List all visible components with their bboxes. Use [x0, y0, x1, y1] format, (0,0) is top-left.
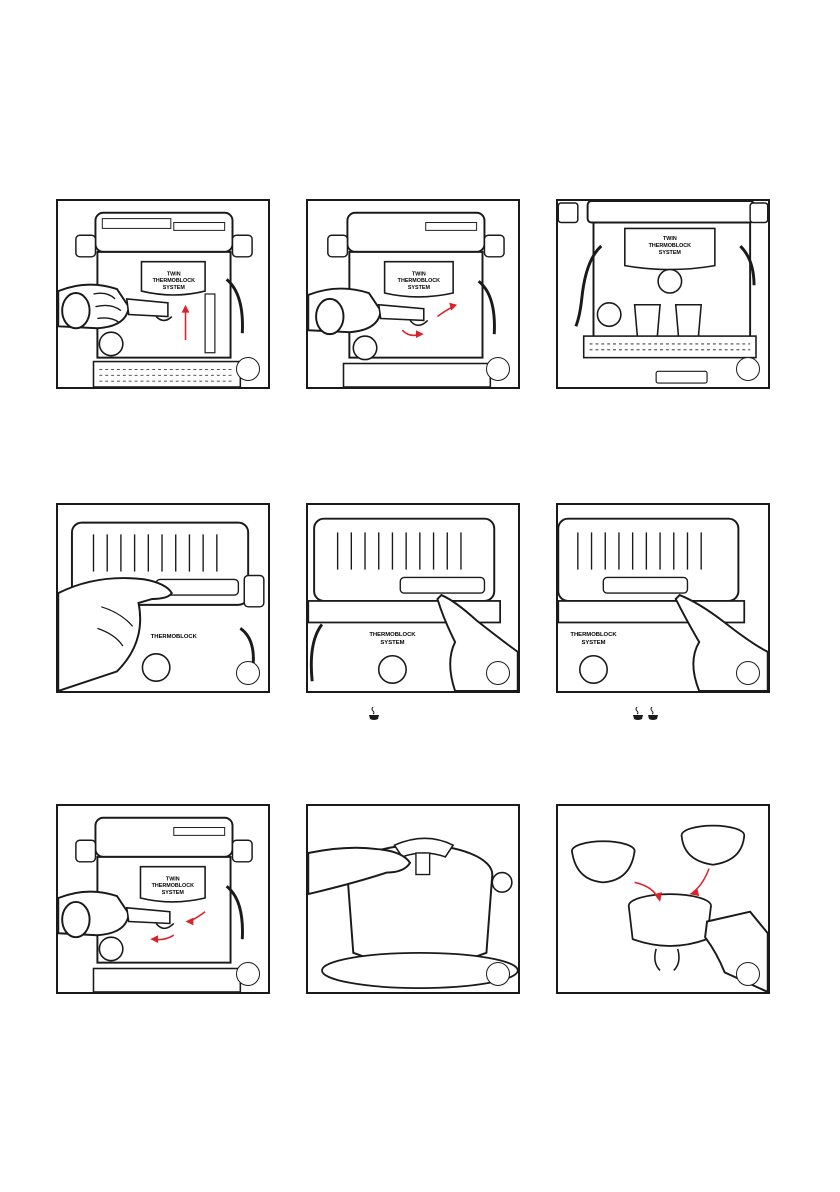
- panel-knock-box: [306, 804, 520, 994]
- step-number-circle: [736, 962, 760, 986]
- engraving-line-3: SYSTEM: [163, 285, 186, 291]
- engraving-line-1: THERMOBLOCK: [151, 634, 198, 640]
- step-number-circle: [736, 661, 760, 685]
- engraving-line-2: THERMOBLOCK: [649, 243, 692, 249]
- machine-illustration-4: THERMOBLOCK: [58, 505, 268, 691]
- engraving-line-2: THERMOBLOCK: [398, 278, 441, 284]
- engraving-line-1: TWIN: [166, 876, 180, 882]
- step-number-circle: [486, 962, 510, 986]
- engraving-line-1: TWIN: [663, 236, 677, 242]
- machine-illustration-3: TWIN THERMOBLOCK SYSTEM: [558, 201, 768, 387]
- engraving-line-3: SYSTEM: [408, 285, 431, 291]
- engraving-line-2: SYSTEM: [380, 640, 404, 646]
- machine-illustration-1: TWIN THERMOBLOCK SYSTEM: [58, 201, 268, 387]
- machine-illustration-2: TWIN THERMOBLOCK SYSTEM: [308, 201, 518, 387]
- engraving-line-2: SYSTEM: [581, 640, 605, 646]
- step-number-circle: [736, 357, 760, 381]
- step-number-circle: [486, 661, 510, 685]
- step-number-circle: [486, 357, 510, 381]
- panel-press-one-cup-button: THERMOBLOCK SYSTEM: [306, 503, 520, 693]
- engraving-line-1: THERMOBLOCK: [369, 632, 416, 638]
- logo-badge: [656, 371, 707, 383]
- engraving-line-1: TWIN: [412, 271, 426, 277]
- engraving-line-2: THERMOBLOCK: [153, 278, 196, 284]
- panel-press-left-button: THERMOBLOCK: [56, 503, 270, 693]
- step-number-circle: [236, 661, 260, 685]
- engraving-line-1: THERMOBLOCK: [570, 632, 617, 638]
- engraving-line-2: THERMOBLOCK: [152, 883, 195, 889]
- machine-illustration-7: TWIN THERMOBLOCK SYSTEM: [58, 806, 268, 992]
- engraving-line-3: SYSTEM: [659, 250, 682, 256]
- knock-box-illustration: [308, 806, 518, 992]
- panel-attach-filter-holder: TWIN THERMOBLOCK SYSTEM: [56, 199, 270, 389]
- one-cup-icon: [368, 707, 380, 721]
- panel-remove-filter-holder: TWIN THERMOBLOCK SYSTEM: [56, 804, 270, 994]
- panel-swap-filter-baskets: [556, 804, 770, 994]
- panel-press-two-cup-button: THERMOBLOCK SYSTEM: [556, 503, 770, 693]
- step-number-circle: [236, 962, 260, 986]
- machine-illustration-6: THERMOBLOCK SYSTEM: [558, 505, 768, 691]
- panel-rotate-filter-holder: TWIN THERMOBLOCK SYSTEM: [306, 199, 520, 389]
- two-cup-icon: [632, 707, 660, 721]
- panel-two-glasses: TWIN THERMOBLOCK SYSTEM: [556, 199, 770, 389]
- machine-illustration-5: THERMOBLOCK SYSTEM: [308, 505, 518, 691]
- engraving-line-1: TWIN: [167, 271, 181, 277]
- step-number-circle: [236, 357, 260, 381]
- filter-baskets-illustration: [558, 806, 768, 992]
- engraving-line-3: SYSTEM: [162, 890, 185, 896]
